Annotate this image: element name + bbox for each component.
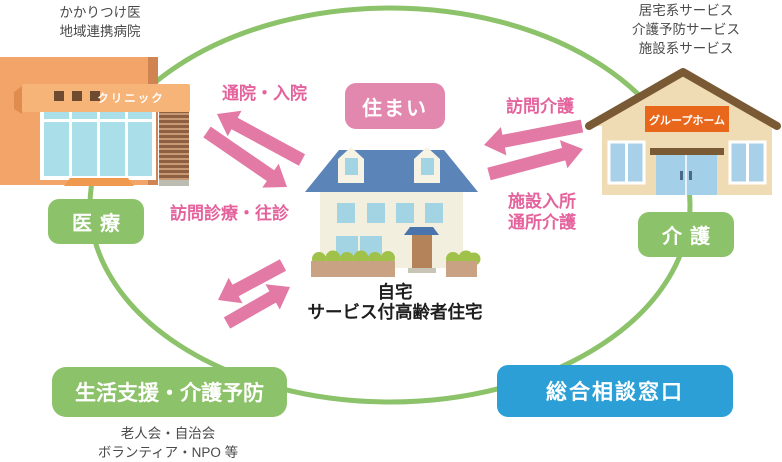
dormer-window xyxy=(345,158,358,175)
arrow-home-to-clinic xyxy=(217,110,306,166)
clinic-window-mullion xyxy=(69,108,72,178)
clinic-sign-fold xyxy=(14,86,22,114)
arrow-label-line: 通所介護 xyxy=(508,213,576,232)
house-doorstep xyxy=(408,268,436,273)
note-community-groups: 老人会・自治会ボランティア・NPO 等 xyxy=(98,424,238,462)
house-planter-left xyxy=(311,261,395,277)
clinic-sign-square-icon xyxy=(90,91,100,101)
arrow-label-line: 施設入所 xyxy=(508,192,576,211)
note-line: 老人会・自治会 xyxy=(120,426,216,441)
arrow-label-homon-kaigo: 訪問介護 xyxy=(506,97,574,116)
arrow-label-homon-shinryo: 訪問診療・往診 xyxy=(170,204,289,223)
note-care-services: 居宅系サービス介護予防サービス施設系サービス xyxy=(632,1,740,58)
note-line: 施設系サービス xyxy=(638,41,734,56)
note-medical-providers: かかりつけ医地域連携病院 xyxy=(59,3,140,41)
arrow-grouphome-to-home xyxy=(484,119,584,156)
group-home-building: グループホーム xyxy=(585,68,781,195)
arrows-layer xyxy=(203,110,584,329)
house-caption-line: 自宅 xyxy=(377,282,413,302)
house-caption: 自宅サービス付高齢者住宅 xyxy=(308,282,483,322)
arrow-label-tsuin-nyuin: 通院・入院 xyxy=(222,84,307,103)
clinic-shutter-stripes xyxy=(159,103,189,180)
node-label: 介護 xyxy=(662,226,718,248)
clinic-entrance-mat xyxy=(64,178,134,186)
group-home-door-lintel xyxy=(650,148,724,155)
node-label: 総合相談窓口 xyxy=(546,381,684,404)
house-window xyxy=(367,203,385,223)
group-home-roof-trim xyxy=(585,68,781,130)
node-sogo-sodan: 総合相談窓口 xyxy=(497,365,733,417)
house-illustration xyxy=(305,147,481,277)
dormer-window xyxy=(421,158,434,175)
arrow-label-shisetsu-tsusho: 施設入所通所介護 xyxy=(508,191,576,233)
window-mullion xyxy=(625,142,628,183)
note-line: 地域連携病院 xyxy=(59,24,141,39)
node-iryo: 医療 xyxy=(48,199,144,244)
door-split xyxy=(685,155,687,195)
house-window xyxy=(396,203,414,223)
house-caption-line: サービス付高齢者住宅 xyxy=(307,302,483,322)
house-door xyxy=(412,235,432,268)
door-handle xyxy=(689,171,692,180)
clinic-window-transom xyxy=(42,119,154,122)
node-label: 住まい xyxy=(362,97,428,120)
door-handle xyxy=(680,171,683,180)
clinic-building: クリニック xyxy=(0,57,190,186)
arrow-home-to-grouphome xyxy=(487,140,583,181)
clinic-window-mullion xyxy=(97,108,100,178)
node-seikatsu-shien: 生活支援・介護予防 xyxy=(52,367,287,417)
group-home-sign xyxy=(645,106,729,132)
house-roof xyxy=(305,150,478,192)
node-sumai: 住まい xyxy=(345,83,445,129)
arrow-home-to-support xyxy=(218,259,287,304)
note-line: 居宅系サービス xyxy=(638,3,734,18)
note-line: ボランティア・NPO 等 xyxy=(97,445,239,460)
node-label: 医療 xyxy=(72,213,128,235)
note-line: かかりつけ医 xyxy=(59,5,141,20)
clinic-sign-square-icon xyxy=(72,91,82,101)
clinic-window-mullion xyxy=(125,108,128,178)
node-label: 生活支援・介護予防 xyxy=(75,382,264,405)
clinic-sign-label: クリニック xyxy=(97,92,165,105)
house-window xyxy=(336,236,358,259)
house-planter-right xyxy=(446,261,477,277)
note-line: 介護予防サービス xyxy=(632,22,740,37)
house-door-awning xyxy=(404,227,439,235)
group-home-sign-label: グループホーム xyxy=(649,113,725,127)
house-window xyxy=(425,203,443,223)
arrow-support-to-home xyxy=(223,284,290,329)
clinic-sign-square-icon xyxy=(54,91,64,101)
arrow-clinic-to-home xyxy=(203,126,287,188)
window-mullion xyxy=(746,142,749,183)
house-window xyxy=(337,203,355,223)
clinic-step xyxy=(159,180,189,186)
node-kaigo: 介護 xyxy=(638,212,734,257)
